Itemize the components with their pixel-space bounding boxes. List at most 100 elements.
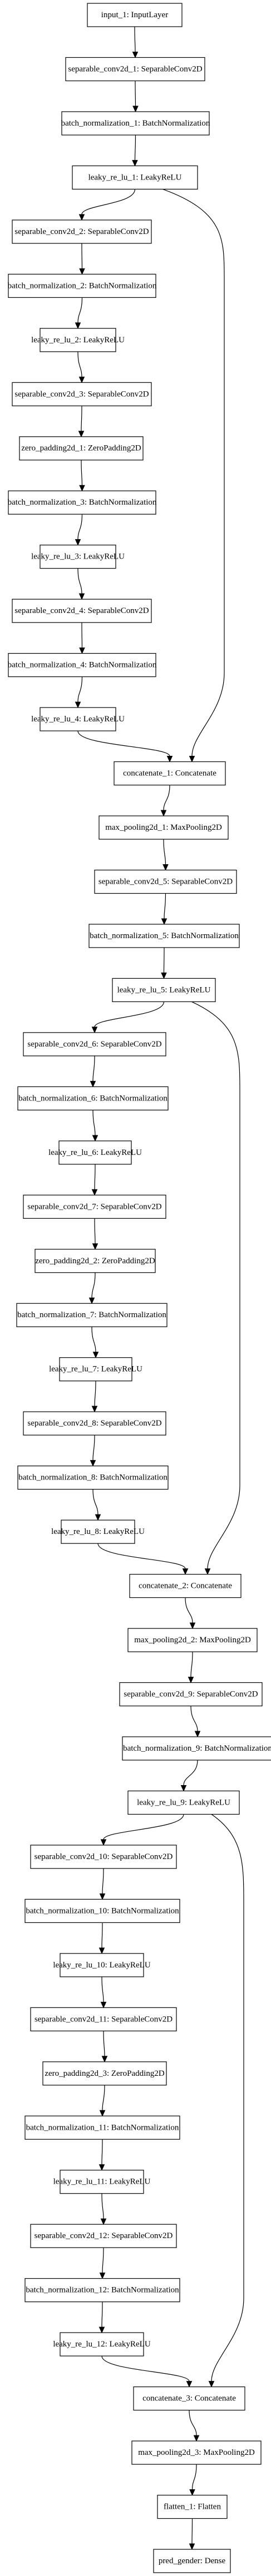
layer-label: separable_conv2d_10: SeparableConv2D	[35, 1852, 173, 1861]
arrow-head	[132, 160, 138, 167]
edge	[163, 947, 165, 973]
layer-box	[23, 1411, 166, 1436]
layer-box	[30, 1845, 177, 1869]
layer-label: separable_conv2d_2: SeparableConv2D	[14, 227, 149, 236]
layer-node-batch-normalization-12: batch_normalization_12: BatchNormalizati…	[24, 2278, 180, 2303]
edge	[92, 1055, 95, 1082]
layer-node-batch-normalization-7: batch_normalization_7: BatchNormalizatio…	[16, 1303, 167, 1327]
edge	[163, 839, 166, 865]
layer-box	[59, 1357, 132, 1382]
skip-connection-edge	[191, 1001, 240, 1569]
layer-box	[35, 1249, 156, 1273]
arrow-head	[161, 918, 167, 925]
layer-label: max_pooling2d_3: MaxPooling2D	[138, 2448, 255, 2457]
arrow-head	[79, 268, 85, 275]
layer-label: leaky_re_lu_10: LeakyReLU	[53, 1961, 151, 1970]
layer-box	[61, 1519, 135, 1544]
arrow-head	[79, 647, 85, 654]
edge	[81, 189, 136, 215]
edge	[92, 1110, 96, 1135]
layer-box	[23, 1032, 166, 1057]
edge	[94, 1001, 165, 1028]
arrow-head	[75, 322, 81, 330]
layer-box	[23, 1194, 166, 1219]
layer-box	[8, 273, 156, 298]
layer-node-separable-conv2d-11: separable_conv2d_11: SeparableConv2D	[30, 2007, 177, 2031]
arrow-head	[98, 1947, 105, 1955]
edge	[92, 1489, 98, 1515]
layer-label: batch_normalization_8: BatchNormalizatio…	[18, 1473, 167, 1482]
layer-label: separable_conv2d_11: SeparableConv2D	[35, 2015, 173, 2024]
layer-label: concatenate_3: Concatenate	[142, 2394, 236, 2403]
layer-node-max-pooling2d-3: max_pooling2d_3: MaxPooling2D	[131, 2440, 262, 2465]
layer-box	[94, 869, 237, 894]
layer-label: separable_conv2d_12: SeparableConv2D	[35, 2231, 173, 2240]
layer-node-batch-normalization-6: batch_normalization_6: BatchNormalizatio…	[17, 1086, 169, 1110]
layer-label: max_pooling2d_1: MaxPooling2D	[105, 823, 222, 832]
arrow-head	[161, 972, 167, 979]
layer-node-separable-conv2d-6: separable_conv2d_6: SeparableConv2D	[23, 1032, 166, 1057]
layer-box	[127, 1628, 258, 1652]
layer-box	[98, 815, 229, 840]
arrow-head	[100, 2218, 107, 2225]
layer-label: zero_padding2d_2: ZeroPadding2D	[35, 1257, 155, 1265]
edge	[77, 568, 82, 594]
layer-label: batch_normalization_5: BatchNormalizatio…	[90, 931, 239, 940]
arrow-head	[91, 1189, 98, 1196]
arrow-head	[75, 701, 81, 709]
layer-node-batch-normalization-4: batch_normalization_4: BatchNormalizatio…	[8, 653, 157, 677]
layer-node-concatenate-3: concatenate_3: Concatenate	[133, 2386, 245, 2411]
arrow-head	[162, 864, 169, 871]
layer-label: leaky_re_lu_11: LeakyReLU	[53, 2178, 151, 2186]
layer-label: leaky_re_lu_12: LeakyReLU	[53, 2340, 151, 2349]
layer-node-leaky-re-lu-3: leaky_re_lu_3: LeakyReLU	[31, 545, 125, 569]
layer-box	[60, 1953, 144, 1977]
layer-node-leaky-re-lu-2: leaky_re_lu_2: LeakyReLU	[31, 328, 125, 352]
layer-box	[24, 1899, 180, 1923]
layer-node-zero-padding2d-1: zero_padding2d_1: ZeroPadding2D	[19, 436, 144, 461]
edge	[185, 1597, 193, 1623]
layer-node-leaky-re-lu-9: leaky_re_lu_9: LeakyReLU	[127, 1790, 240, 1815]
layer-label: batch_normalization_3: BatchNormalizatio…	[8, 498, 157, 507]
arrow-head	[92, 1243, 98, 1250]
edge	[81, 460, 83, 486]
layer-box	[30, 2224, 177, 2248]
layer-node-batch-normalization-2: batch_normalization_2: BatchNormalizatio…	[8, 273, 157, 298]
layer-label: batch_normalization_12: BatchNormalizati…	[26, 2286, 179, 2295]
edge	[191, 2518, 193, 2544]
edge	[77, 514, 83, 540]
layer-label: separable_conv2d_6: SeparableConv2D	[27, 1040, 161, 1049]
layer-label: batch_normalization_10: BatchNormalizati…	[26, 1906, 179, 1915]
edge	[189, 2410, 197, 2436]
layer-label: zero_padding2d_3: ZeroPadding2D	[45, 2069, 165, 2078]
layer-node-zero-padding2d-3: zero_padding2d_3: ZeroPadding2D	[42, 2061, 167, 2086]
layer-label: leaky_re_lu_9: LeakyReLU	[137, 1798, 230, 1807]
edge	[102, 2085, 105, 2111]
layer-label: pred_gender: Dense	[159, 2557, 226, 2565]
edge	[101, 1976, 104, 2002]
edge	[101, 2355, 190, 2381]
layer-node-leaky-re-lu-11: leaky_re_lu_11: LeakyReLU	[53, 2170, 151, 2194]
arrow-head	[91, 1027, 98, 1034]
edge	[92, 1435, 95, 1461]
layer-node-separable-conv2d-9: separable_conv2d_9: SeparableConv2D	[119, 1682, 263, 1707]
layer-box	[87, 3, 183, 27]
layer-label: concatenate_2: Concatenate	[139, 1582, 232, 1591]
layer-node-leaky-re-lu-10: leaky_re_lu_10: LeakyReLU	[53, 1953, 151, 1977]
layer-box	[133, 2386, 245, 2411]
arrow-head	[90, 1080, 96, 1088]
arrow-head	[186, 2381, 193, 2388]
layer-label: leaky_re_lu_2: LeakyReLU	[31, 336, 125, 345]
arrow-head	[95, 1514, 101, 1521]
layer-box	[129, 1573, 242, 1598]
edge	[102, 1868, 104, 1894]
arrow-head	[78, 214, 85, 221]
layer-box	[112, 978, 216, 1003]
layer-node-max-pooling2d-2: max_pooling2d_2: MaxPooling2D	[127, 1628, 258, 1652]
layer-box	[65, 57, 205, 82]
layer-box	[153, 2549, 231, 2573]
layer-node-separable-conv2d-10: separable_conv2d_10: SeparableConv2D	[30, 1845, 177, 1869]
layer-box	[30, 2007, 177, 2031]
layer-box	[8, 490, 156, 515]
